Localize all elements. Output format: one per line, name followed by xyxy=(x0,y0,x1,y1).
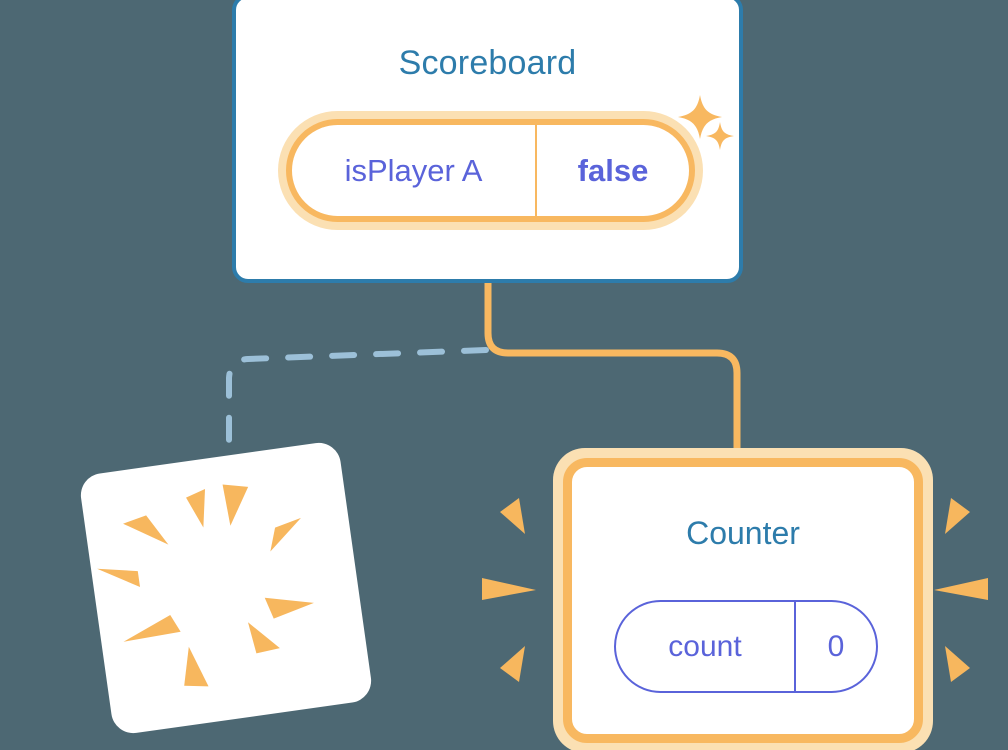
counter-burst-left-icon xyxy=(482,498,536,682)
counter-row-divider xyxy=(794,602,796,691)
node-blank-card[interactable] xyxy=(78,440,374,736)
sparkle-small-icon xyxy=(706,122,734,150)
node-counter[interactable]: Counter count 0 xyxy=(563,458,923,743)
scoreboard-state-key: isPlayer A xyxy=(344,152,483,188)
scoreboard-title: Scoreboard xyxy=(398,44,577,82)
counter-burst-right-icon xyxy=(934,498,988,682)
counter-state-value: 0 xyxy=(827,629,845,663)
counter-title: Counter xyxy=(686,515,800,551)
scoreboard-state-value: false xyxy=(577,152,649,188)
blank-card-burst-icon xyxy=(97,484,314,687)
connector-scoreboard-to-counter xyxy=(484,272,741,474)
scoreboard-row-divider xyxy=(535,125,537,216)
scoreboard-state-row[interactable]: isPlayer A false xyxy=(286,119,695,222)
counter-state-row[interactable]: count 0 xyxy=(614,600,878,693)
sparkle-large-icon xyxy=(678,95,722,139)
node-scoreboard[interactable]: Scoreboard isPlayer A false xyxy=(232,0,743,283)
counter-state-key: count xyxy=(668,629,742,663)
